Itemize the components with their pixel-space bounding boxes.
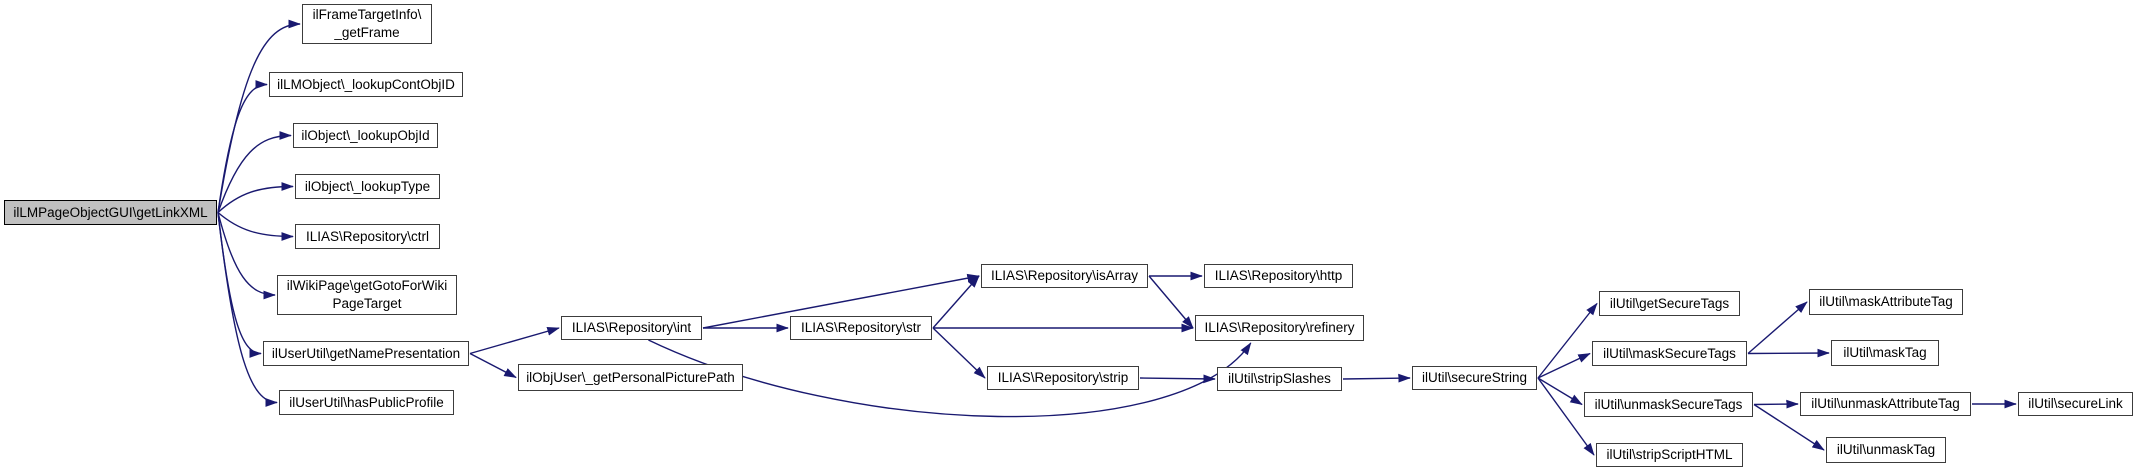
graph-node-haspublicprofile[interactable]: ilUserUtil\hasPublicProfile bbox=[279, 390, 454, 415]
graph-node-masktag[interactable]: ilUtil\maskTag bbox=[1831, 340, 1939, 366]
edge-getlinkxml-haspublicprofile bbox=[217, 212, 278, 407]
edge-getnamepresentation-int bbox=[469, 326, 560, 355]
call-edges bbox=[217, 19, 2017, 456]
edge-str-isarray bbox=[932, 275, 980, 329]
edge-getlinkxml-lookupobjid bbox=[217, 131, 292, 213]
graph-node-refinery[interactable]: ILIAS\Repository\refinery bbox=[1195, 315, 1364, 341]
graph-node-getnamepresentation[interactable]: ilUserUtil\getNamePresentation bbox=[263, 341, 469, 366]
edge-unmasksecuretags-unmaskattributetag bbox=[1753, 399, 1799, 409]
edge-stripslashes-securestring bbox=[1342, 373, 1411, 383]
graph-node-unmasktag[interactable]: ilUtil\unmaskTag bbox=[1826, 437, 1946, 463]
edge-str-strip bbox=[932, 327, 986, 379]
edge-securestring-stripscripthtml bbox=[1537, 377, 1595, 456]
edge-securestring-masksecuretags bbox=[1537, 352, 1591, 379]
graph-node-lookuptype[interactable]: ilObject\_lookupType bbox=[295, 174, 440, 199]
graph-node-masksecuretags[interactable]: ilUtil\maskSecureTags bbox=[1592, 341, 1747, 366]
edge-getnamepresentation-getpersonalpicturepath bbox=[469, 352, 517, 379]
graph-node-http[interactable]: ILIAS\Repository\http bbox=[1204, 264, 1353, 288]
edge-isarray-refinery bbox=[1148, 275, 1194, 329]
graph-node-stripscripthtml[interactable]: ilUtil\stripScriptHTML bbox=[1596, 443, 1743, 467]
edge-unmasksecuretags-unmasktag bbox=[1753, 403, 1825, 451]
graph-node-getframe[interactable]: ilFrameTargetInfo\ _getFrame bbox=[302, 4, 432, 44]
graph-node-stripslashes[interactable]: ilUtil\stripSlashes bbox=[1217, 367, 1342, 391]
graph-node-ctrl[interactable]: ILIAS\Repository\ctrl bbox=[295, 224, 440, 249]
graph-node-strip[interactable]: ILIAS\Repository\strip bbox=[987, 366, 1139, 390]
edge-getlinkxml-lookuptype bbox=[217, 182, 294, 214]
graph-node-getlinkxml: ilLMPageObjectGUI\getLinkXML bbox=[4, 200, 217, 225]
graph-node-getsecuretags[interactable]: ilUtil\getSecureTags bbox=[1599, 291, 1740, 316]
edge-securestring-getsecuretags bbox=[1537, 302, 1598, 379]
graph-node-isarray[interactable]: ILIAS\Repository\isArray bbox=[981, 264, 1148, 288]
edge-masksecuretags-masktag bbox=[1747, 348, 1830, 358]
graph-node-maskattributetag[interactable]: ilUtil\maskAttributeTag bbox=[1809, 289, 1963, 315]
edge-securestring-unmasksecuretags bbox=[1537, 377, 1583, 406]
graph-node-unmaskattributetag[interactable]: ilUtil\unmaskAttributeTag bbox=[1800, 392, 1971, 416]
graph-node-unmasksecuretags[interactable]: ilUtil\unmaskSecureTags bbox=[1584, 392, 1753, 417]
edge-masksecuretags-maskattributetag bbox=[1747, 301, 1808, 355]
edge-getlinkxml-lookupcontobjid bbox=[217, 80, 268, 213]
graph-node-getpersonalpicturepath[interactable]: ilObjUser\_getPersonalPicturePath bbox=[518, 364, 743, 391]
graph-node-str[interactable]: ILIAS\Repository\str bbox=[790, 316, 932, 340]
graph-node-lookupobjid[interactable]: ilObject\_lookupObjId bbox=[293, 123, 438, 148]
edge-int-isarray bbox=[702, 273, 980, 329]
edge-getlinkxml-getframe bbox=[217, 19, 301, 213]
edge-getlinkxml-getgotoforwikipagetarget bbox=[217, 212, 276, 300]
edge-getlinkxml-ctrl bbox=[217, 211, 294, 241]
graph-node-securelink[interactable]: ilUtil\secureLink bbox=[2018, 392, 2133, 416]
graph-node-securestring[interactable]: ilUtil\secureString bbox=[1412, 366, 1537, 390]
graph-node-lookupcontobjid[interactable]: ilLMObject\_lookupContObjID bbox=[269, 72, 463, 97]
edge-strip-stripslashes bbox=[1139, 374, 1216, 384]
graph-node-int[interactable]: ILIAS\Repository\int bbox=[561, 316, 702, 340]
graph-node-getgotoforwikipagetarget[interactable]: ilWikiPage\getGotoForWiki PageTarget bbox=[277, 275, 457, 315]
